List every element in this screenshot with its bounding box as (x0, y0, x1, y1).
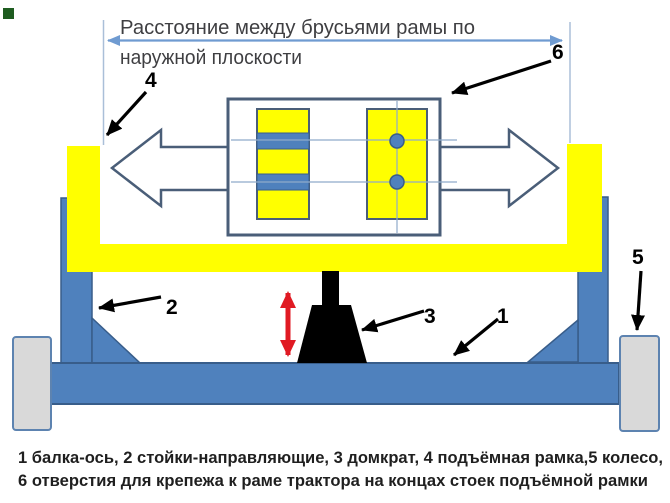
jack-stem (322, 271, 339, 307)
machine-assembly (12, 144, 660, 432)
dimension: Расстояние между брусьями рамы по наружн… (102, 17, 571, 145)
leader-arrow-4 (105, 90, 148, 137)
right-post-brace (525, 318, 579, 363)
leader-arrow-3 (361, 309, 425, 333)
jack-body (297, 305, 367, 363)
lift-frame (67, 144, 602, 272)
axle-beam (49, 362, 620, 405)
mount-hole-top (389, 133, 405, 149)
leader-arrow-6 (451, 59, 552, 96)
caption: 1 балка-ось, 2 стойки-направляющие, 3 до… (18, 448, 663, 490)
bar-stripe-top (256, 132, 310, 150)
left-wheel (12, 336, 52, 431)
striped-bar-block (256, 108, 310, 220)
leader-arrow-2 (98, 295, 162, 313)
mount-hole-bottom (389, 174, 405, 190)
jack (297, 271, 367, 363)
caption-line-1: 1 балка-ось, 2 стойки-направляющие, 3 до… (18, 448, 663, 467)
dimension-title-line2: наружной плоскости (120, 47, 302, 69)
leader-arrow-5 (631, 270, 645, 331)
detail-view (226, 97, 457, 237)
part-label-1: 1 (497, 305, 509, 328)
caption-line-2: 6 отверстия для крепежа к раме трактора … (18, 471, 648, 490)
part-label-3: 3 (424, 305, 436, 328)
part-label-5: 5 (632, 246, 644, 269)
part-label-2: 2 (166, 296, 178, 319)
green-marker (3, 8, 14, 19)
dimension-title-line1: Расстояние между брусьями рамы по (120, 17, 475, 39)
part-label-4: 4 (145, 69, 157, 92)
leader-arrows: 4 6 2 3 1 5 (98, 41, 645, 357)
right-wheel (619, 335, 660, 432)
leader-arrow-1 (452, 317, 500, 357)
part-label-6: 6 (552, 41, 564, 64)
left-post-brace (91, 316, 142, 364)
